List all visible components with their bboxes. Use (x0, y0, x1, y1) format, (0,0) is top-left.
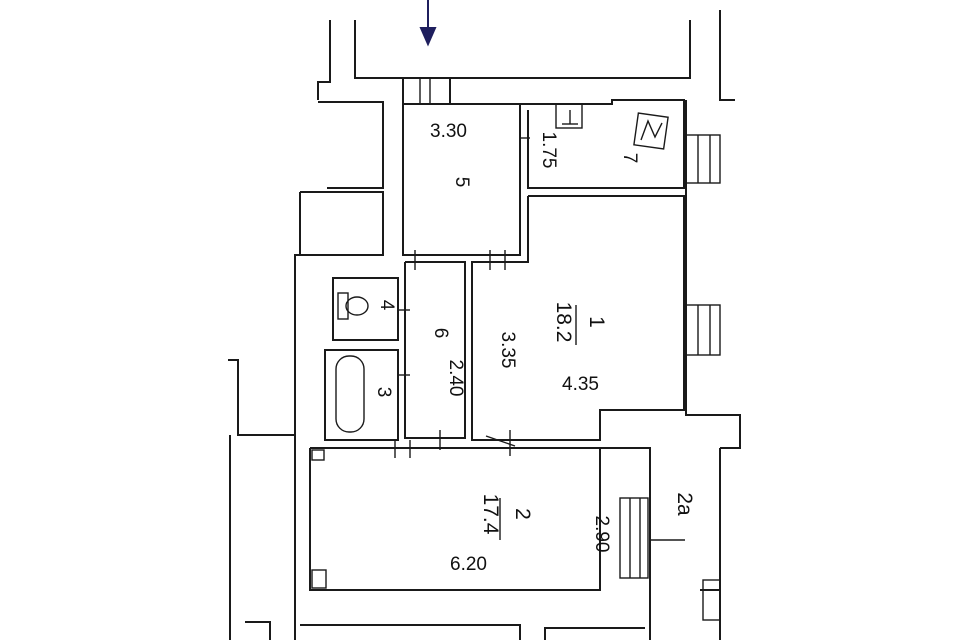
room-3 (324, 349, 399, 441)
room-1-dim-a: 3.35 (497, 332, 518, 369)
room-2-dim-a: 2.90 (591, 516, 612, 553)
room-5 (398, 250, 466, 450)
room-1 (471, 195, 685, 456)
room-1-number: 1 (585, 316, 608, 328)
room-4 (332, 277, 399, 341)
room-7 (520, 99, 685, 189)
stair-marks (619, 134, 721, 579)
room-1-area: 18.2 (552, 302, 575, 343)
room-7-number: 7 (619, 153, 640, 164)
room-2 (309, 440, 601, 591)
room-1-dim-b: 4.35 (562, 374, 599, 395)
room-2-area: 17.4 (479, 494, 502, 535)
room-4-number: 4 (376, 300, 397, 311)
room-2a-number: 2a (673, 492, 696, 516)
room-6 (402, 103, 521, 256)
room-6-dim-a: 3.30 (430, 121, 467, 142)
room-5-number: 6 (430, 328, 451, 339)
room-5-dim-a: 2.40 (445, 360, 466, 397)
exterior-walls (228, 10, 741, 640)
room-7-dim-a: 1.75 (538, 132, 559, 169)
room-6-number: 5 (451, 177, 472, 188)
entrance-arrow-icon (419, 0, 437, 47)
room-2-number: 2 (511, 508, 534, 520)
room-2-dim-b: 6.20 (450, 554, 487, 575)
room-3-number: 3 (373, 387, 394, 398)
